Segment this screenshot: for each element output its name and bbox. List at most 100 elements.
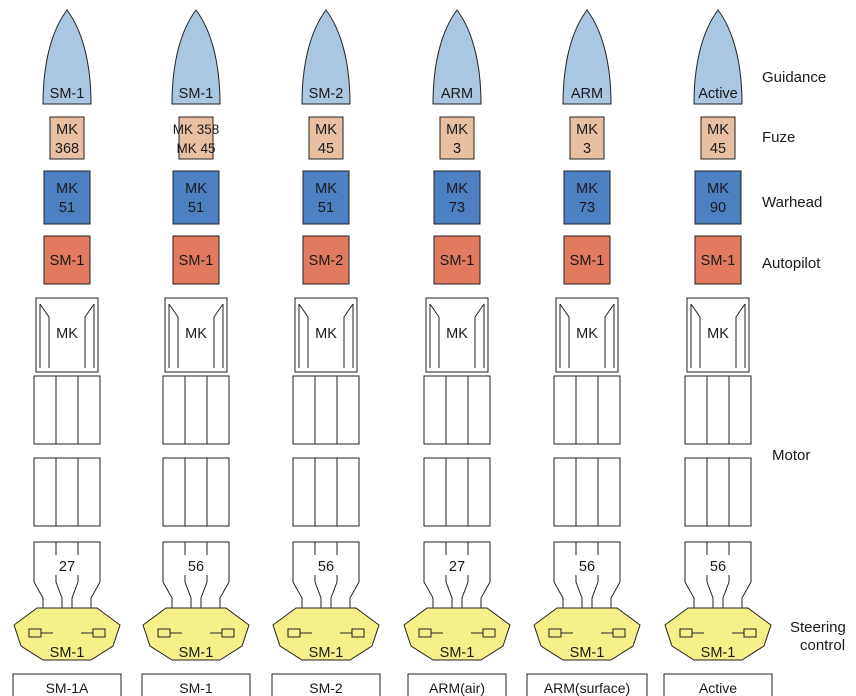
variant-name-label: Active [699, 680, 737, 696]
motor-segment-1 [162, 375, 230, 445]
motor-mk-label: MK [315, 326, 337, 342]
variant-name-box [663, 673, 773, 696]
motor-top-box [425, 297, 489, 373]
motor-fin-left [168, 303, 179, 368]
warhead-label-line1: MK [446, 181, 468, 197]
motor-fin-left [39, 303, 50, 368]
steering-label: SM-1 [440, 645, 475, 661]
fuze-label-line2: 45 [318, 141, 334, 157]
warhead-label-line1: MK [576, 181, 598, 197]
autopilot-box [694, 235, 742, 285]
steering-control [272, 607, 380, 661]
variant-name-label: ARM(air) [429, 680, 485, 696]
motor-number-label: 56 [579, 559, 595, 575]
steering-label: SM-1 [309, 645, 344, 661]
motor-number-bg [573, 555, 601, 575]
motor-segment-1 [292, 375, 360, 445]
motor-top-box [35, 297, 99, 373]
motor-mk-label: MK [446, 326, 468, 342]
side-label-steering-line2: control [800, 637, 845, 654]
guidance-label: ARM [571, 86, 603, 102]
motor-aft-section [162, 541, 230, 611]
steering-label: SM-1 [50, 645, 85, 661]
steering-label: SM-1 [570, 645, 605, 661]
fuze-label-line2: 3 [453, 141, 461, 157]
motor-fin-right [213, 303, 224, 368]
side-label-motor: Motor [772, 447, 810, 464]
motor-top-box [164, 297, 228, 373]
autopilot-label: SM-1 [701, 253, 736, 269]
motor-fin-right [84, 303, 95, 368]
variant-name-label: SM-1A [46, 680, 89, 696]
motor-fin-right [735, 303, 746, 368]
variant-name-box [12, 673, 122, 696]
motor-aft-section [33, 541, 101, 611]
guidance-label: Active [698, 86, 738, 102]
fuze-label-line2: 3 [583, 141, 591, 157]
guidance-nose [432, 9, 482, 105]
motor-number-label: 27 [449, 559, 465, 575]
fuze-label-line1: MK [707, 122, 729, 138]
guidance-label: SM-2 [309, 86, 344, 102]
variant-name-box [407, 673, 507, 696]
side-label-guidance: Guidance [762, 69, 826, 86]
autopilot-box [563, 235, 611, 285]
autopilot-box [302, 235, 350, 285]
warhead-label-line2: 51 [318, 200, 334, 216]
fuze-label-line2: 368 [55, 141, 79, 157]
motor-segment-1 [553, 375, 621, 445]
fuze-box [308, 116, 344, 160]
motor-top-box [555, 297, 619, 373]
motor-aft-section [553, 541, 621, 611]
steering-control [13, 607, 121, 661]
motor-segment-2 [553, 457, 621, 527]
warhead-label-line1: MK [707, 181, 729, 197]
motor-fin-right [604, 303, 615, 368]
variant-name-box [271, 673, 381, 696]
warhead-label-line2: 73 [449, 200, 465, 216]
autopilot-label: SM-1 [50, 253, 85, 269]
fuze-label-line1: MK [315, 122, 337, 138]
fuze-box [178, 116, 214, 160]
warhead-label-line2: 51 [188, 200, 204, 216]
motor-number-bg [704, 555, 732, 575]
warhead-box [302, 170, 350, 225]
motor-number-label: 56 [710, 559, 726, 575]
fuze-label-line2: MK 45 [176, 141, 215, 156]
variant-name-label: ARM(surface) [544, 680, 630, 696]
steering-control [403, 607, 511, 661]
variant-name-label: SM-2 [309, 680, 343, 696]
fuze-label-line1: MK [56, 122, 78, 138]
motor-number-bg [312, 555, 340, 575]
motor-fin-left [559, 303, 570, 368]
motor-top-box [686, 297, 750, 373]
fuze-label-line1: MK [446, 122, 468, 138]
fuze-box [439, 116, 475, 160]
motor-fin-left [298, 303, 309, 368]
warhead-label-line2: 51 [59, 200, 75, 216]
fuze-label-line1: MK [576, 122, 598, 138]
variant-name-label: SM-1 [179, 680, 213, 696]
guidance-nose [171, 9, 221, 105]
autopilot-box [172, 235, 220, 285]
motor-number-label: 56 [188, 559, 204, 575]
fuze-label-line2: 45 [710, 141, 726, 157]
motor-segment-2 [33, 457, 101, 527]
guidance-nose [301, 9, 351, 105]
motor-fin-left [690, 303, 701, 368]
motor-mk-label: MK [576, 326, 598, 342]
motor-aft-section [423, 541, 491, 611]
fuze-box [700, 116, 736, 160]
warhead-label-line2: 73 [579, 200, 595, 216]
warhead-label-line2: 90 [710, 200, 726, 216]
motor-segment-1 [33, 375, 101, 445]
autopilot-label: SM-1 [179, 253, 214, 269]
guidance-label: SM-1 [179, 86, 214, 102]
autopilot-label: SM-1 [570, 253, 605, 269]
fuze-box [49, 116, 85, 160]
